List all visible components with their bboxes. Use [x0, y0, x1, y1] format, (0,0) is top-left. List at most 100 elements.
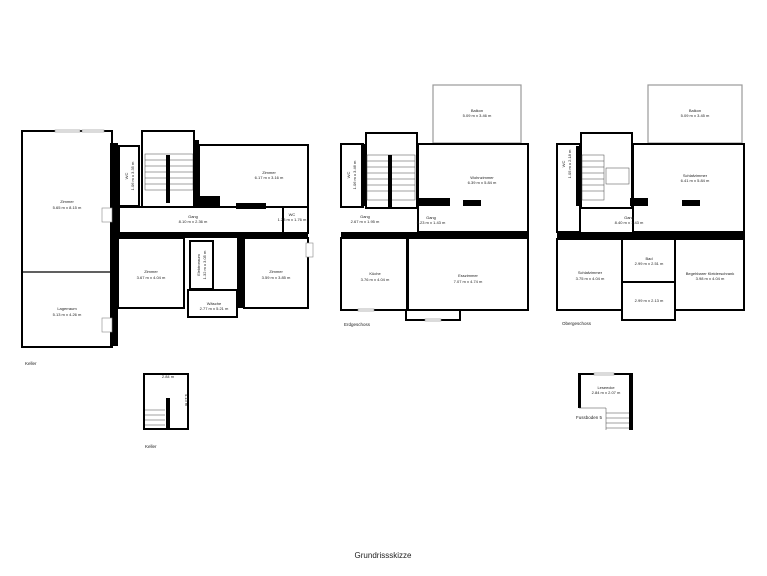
wall	[388, 155, 392, 207]
room-name: Balkon	[689, 108, 701, 113]
room-wc	[118, 145, 140, 207]
wall	[166, 398, 170, 429]
room-size: 2.77 m x 5.21 m	[200, 306, 229, 311]
room-size: 1.32 m x 3.05 m	[202, 250, 207, 279]
room-size: 1.06 m x 3.35 m	[130, 161, 135, 190]
room-schlafzimmer	[632, 143, 745, 233]
stairs	[145, 409, 165, 426]
wall	[630, 198, 648, 206]
wall	[112, 232, 308, 238]
room-size: 2.99 m x 2.13 m	[635, 298, 664, 303]
room-name: WC	[124, 173, 129, 180]
wall	[578, 374, 581, 408]
wall	[166, 155, 170, 203]
room-kleiderschrank	[674, 238, 745, 311]
wall	[341, 232, 529, 238]
wall	[199, 196, 220, 206]
bay-window	[305, 242, 314, 258]
room-size: 6.17 m x 3.16 m	[255, 175, 284, 180]
dimension-width: 2.84 m	[162, 374, 175, 379]
wall	[557, 232, 745, 239]
room-size: 5.13 m x 4.26 m	[53, 312, 82, 317]
floor-label: Obergeschoss	[562, 321, 592, 326]
room-name: Begehbarer Kleiderschrank	[686, 271, 734, 276]
room-size: 3.76 m x 4.04 m	[361, 277, 390, 282]
room-size: 6.41 m x 5.84 m	[681, 178, 710, 183]
room-esszimmer	[407, 237, 529, 311]
wall	[629, 374, 633, 430]
bay	[405, 309, 461, 321]
room-name: Lagerraum	[57, 306, 77, 311]
room-name: Zimmer	[144, 269, 158, 274]
wall	[682, 200, 700, 206]
floor-label: Erdgeschoss	[344, 322, 371, 327]
window	[54, 129, 81, 133]
room-name: Elektroraum	[196, 254, 201, 276]
room-name: Gang	[360, 214, 370, 219]
room-name: Küche	[369, 271, 381, 276]
room-name: Gang	[188, 214, 198, 219]
room-name: WC	[289, 212, 296, 217]
room-size: 2.84 m x 2.07 m	[592, 390, 621, 395]
wall	[576, 146, 581, 206]
room-name: Schlafzimmer	[578, 270, 603, 275]
room-name: Esszimmer	[458, 273, 478, 278]
stairwell	[580, 132, 633, 209]
floor-keller: Zimmer 5.65 m x 8.15 m Lagerraum 5.13 m …	[21, 129, 314, 366]
room-size: 5.23 m x 1.43 m	[417, 220, 446, 225]
floor-erdgeschoss: Balkon 5.09 m x 3.46 m WC 1.06 m x 3.46 …	[340, 84, 529, 327]
door	[101, 207, 113, 223]
floor-label: Keller	[25, 361, 37, 366]
room-size: 3.98 m x 4.04 m	[696, 276, 725, 281]
room-size: 3.67 m x 4.04 m	[137, 275, 166, 280]
room-name: Zimmer	[269, 269, 283, 274]
room-name: Wäsche	[207, 301, 222, 306]
room-name: WC	[346, 172, 351, 179]
room-name: Gang	[426, 215, 436, 220]
room-size: 6.39 m x 5.84 m	[468, 180, 497, 185]
room-name: Zimmer	[262, 170, 276, 175]
room-size: 2.67 m x 1.95 m	[351, 219, 380, 224]
room-name: WC	[561, 161, 566, 168]
room-name: Gang	[624, 215, 634, 220]
window	[593, 372, 615, 376]
room-size: 1.06 m x 3.46 m	[352, 160, 357, 189]
room-size: 1.23 m x 1.76 m	[278, 217, 307, 222]
wall	[237, 238, 244, 308]
wall	[463, 200, 481, 206]
window	[424, 318, 442, 322]
room-size: 5.09 m x 3.46 m	[463, 113, 492, 118]
room-name: Wohnzimmer	[470, 175, 494, 180]
wall-outline	[578, 373, 633, 429]
room-name: Leseecke	[597, 385, 615, 390]
room-name: Bad	[645, 256, 652, 261]
stairs	[579, 407, 629, 430]
room-size: 5.65 m x 8.15 m	[53, 205, 82, 210]
door	[101, 317, 113, 333]
room-name: Schlafzimmer	[683, 173, 708, 178]
room-size: 5.09 m x 3.45 m	[681, 113, 710, 118]
room-size: 3.59 m x 3.85 m	[262, 275, 291, 280]
wall	[361, 144, 366, 206]
floor-keller-small: 2.84 m 4.13 m Keller	[143, 373, 189, 449]
room-size: 1.05 m x 2.18 m	[567, 149, 572, 178]
room-size: 2.99 m x 2.51 m	[635, 261, 664, 266]
wall	[112, 238, 118, 308]
window	[357, 308, 375, 312]
floor-label: Keller	[145, 444, 157, 449]
room-size: 7.07 m x 4.74 m	[454, 279, 483, 284]
room-size: 8.40 m x 1.43 m	[615, 220, 644, 225]
window	[81, 129, 105, 133]
dimension-height: 4.13 m	[184, 394, 189, 407]
floor-obergeschoss: Balkon 5.09 m x 3.45 m WC 1.05 m x 2.18 …	[556, 84, 745, 326]
room-size: 3.75 m x 4.04 m	[576, 276, 605, 281]
floor-label: Fussboden 5	[576, 415, 603, 420]
room-size: 8.10 m x 2.36 m	[179, 219, 208, 224]
floor-fussboden-5: Leseecke 2.84 m x 2.07 m Fussboden 5	[576, 372, 633, 430]
stairs	[581, 154, 630, 201]
page-title: Grundrissskizze	[355, 551, 412, 560]
wall	[193, 140, 199, 206]
wall	[418, 198, 450, 206]
room-name: Zimmer	[60, 199, 74, 204]
